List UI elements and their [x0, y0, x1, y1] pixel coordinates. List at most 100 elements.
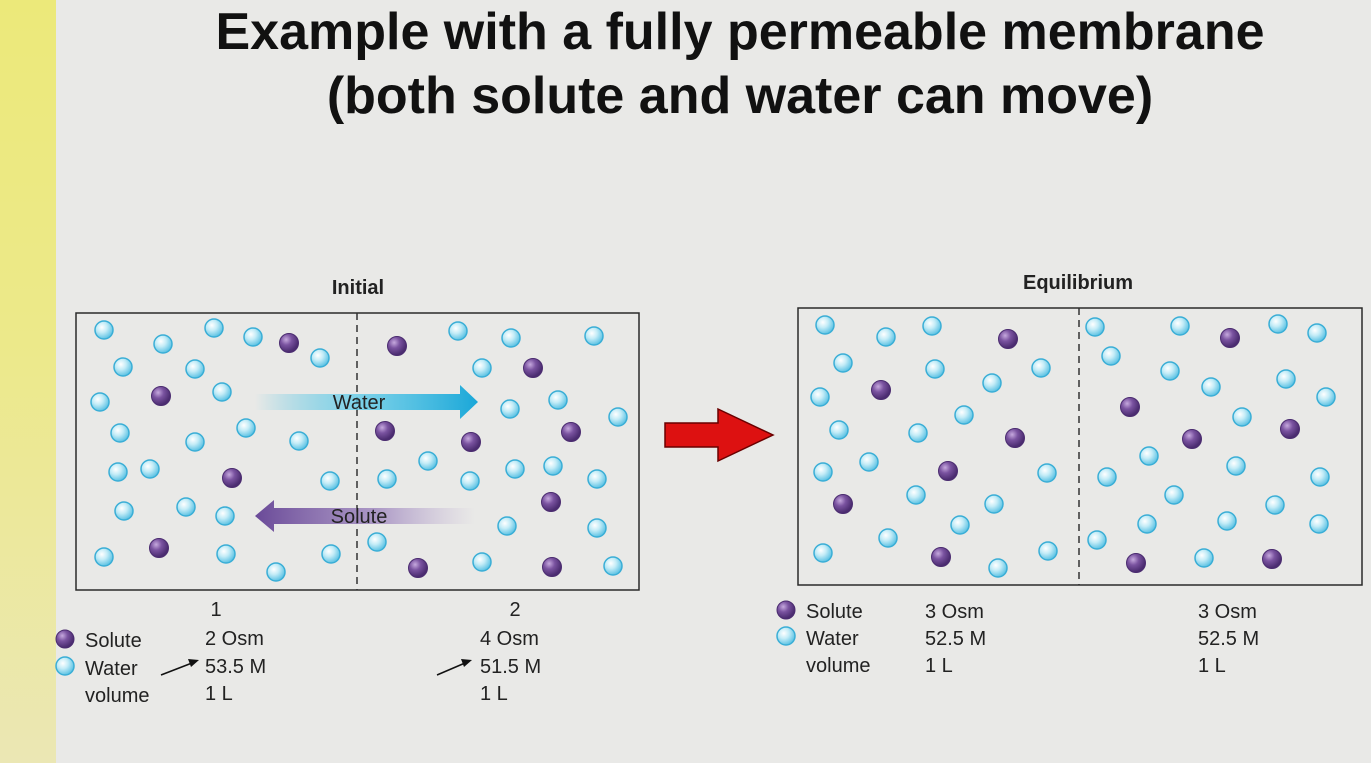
- water-molecule: [608, 407, 628, 427]
- initial-particles: [90, 318, 628, 582]
- water-molecule: [185, 432, 205, 452]
- water-molecule: [321, 544, 341, 564]
- solute-particle: [938, 461, 958, 481]
- water-molecule: [1137, 514, 1157, 534]
- water-molecule: [1139, 446, 1159, 466]
- water-molecule: [1276, 369, 1296, 389]
- water-molecule: [1217, 511, 1237, 531]
- water-molecule: [906, 485, 926, 505]
- water-legend-icon: [55, 656, 75, 676]
- water-molecule: [472, 358, 492, 378]
- solute-particle: [1120, 397, 1140, 417]
- water-molecule: [448, 321, 468, 341]
- water-molecule: [114, 501, 134, 521]
- water-molecule: [1097, 467, 1117, 487]
- equilibrium-heading: Equilibrium: [1023, 272, 1133, 294]
- water-molecule: [110, 423, 130, 443]
- eq-row-label-volume: volume: [806, 655, 870, 677]
- water-molecule: [950, 515, 970, 535]
- water-molecule: [377, 469, 397, 489]
- water-molecule: [108, 462, 128, 482]
- transition-arrow-icon: [664, 407, 775, 463]
- initial-c2-water: 51.5 M: [480, 656, 541, 678]
- title-line-1: Example with a fully permeable membrane: [215, 3, 1265, 61]
- water-arrow-label: Water: [333, 392, 386, 414]
- water-molecule: [320, 471, 340, 491]
- water-molecule: [505, 459, 525, 479]
- water-molecule: [94, 320, 114, 340]
- water-molecule: [587, 518, 607, 538]
- water-molecule: [236, 418, 256, 438]
- solute-particle: [931, 547, 951, 567]
- water-molecule: [497, 516, 517, 536]
- water-molecule: [584, 326, 604, 346]
- water-molecule: [813, 543, 833, 563]
- water-molecule: [243, 327, 263, 347]
- solute-particle: [151, 386, 171, 406]
- water-molecule: [185, 359, 205, 379]
- water-molecule: [1201, 377, 1221, 397]
- water-molecule: [460, 471, 480, 491]
- eq-c1-water: 52.5 M: [925, 628, 986, 650]
- solute-particle: [871, 380, 891, 400]
- water-molecule: [1268, 314, 1288, 334]
- water-molecule: [212, 382, 232, 402]
- water-molecule: [1085, 317, 1105, 337]
- solute-particle: [1262, 549, 1282, 569]
- solute-flow-arrow: Solute: [255, 500, 475, 532]
- eq-row-label-water: Water: [806, 628, 859, 650]
- water-molecule: [1037, 463, 1057, 483]
- water-molecule: [215, 506, 235, 526]
- water-molecule: [1310, 467, 1330, 487]
- solute-particle: [541, 492, 561, 512]
- compartment-2-number: 2: [509, 599, 520, 621]
- initial-row-label-solute: Solute: [85, 630, 142, 652]
- solute-particle: [523, 358, 543, 378]
- water-molecule: [204, 318, 224, 338]
- eq-row-label-solute: Solute: [806, 601, 863, 623]
- water-molecule: [1316, 387, 1336, 407]
- water-molecule: [310, 348, 330, 368]
- water-molecule: [1164, 485, 1184, 505]
- water-molecule: [922, 316, 942, 336]
- water-molecule: [472, 552, 492, 572]
- water-molecule: [418, 451, 438, 471]
- initial-c2-solute: 4 Osm: [480, 628, 539, 650]
- equilibrium-legend: Solute Water volume 3 Osm 52.5 M 1 L 3 O…: [776, 600, 1259, 677]
- initial-c1-volume: 1 L: [205, 683, 233, 705]
- water-molecule: [176, 497, 196, 517]
- water-molecule: [982, 373, 1002, 393]
- solute-particle: [1280, 419, 1300, 439]
- water-molecule: [1031, 358, 1051, 378]
- water-molecule: [90, 392, 110, 412]
- water-molecule: [500, 399, 520, 419]
- solute-particle: [149, 538, 169, 558]
- eq-c1-volume: 1 L: [925, 655, 953, 677]
- water-molecule: [548, 390, 568, 410]
- initial-legend: Solute Water volume 2 Osm 53.5 M 1 L 4 O…: [55, 628, 541, 707]
- solute-particle: [998, 329, 1018, 349]
- initial-row-label-volume: volume: [85, 685, 149, 707]
- equilibrium-particles: [810, 314, 1336, 578]
- water-molecule: [289, 431, 309, 451]
- solute-particle: [561, 422, 581, 442]
- solute-legend-icon: [776, 600, 796, 620]
- water-molecule: [266, 562, 286, 582]
- water-molecule: [1265, 495, 1285, 515]
- equilibrium-container: [797, 307, 1363, 586]
- water-molecule: [878, 528, 898, 548]
- solute-particle: [1126, 553, 1146, 573]
- solute-particle: [1182, 429, 1202, 449]
- solute-particle: [375, 421, 395, 441]
- water-molecule: [153, 334, 173, 354]
- water-molecule: [813, 462, 833, 482]
- solute-particle: [542, 557, 562, 577]
- water-molecule: [1087, 530, 1107, 550]
- solute-particle: [833, 494, 853, 514]
- water-molecule: [1232, 407, 1252, 427]
- water-molecule: [94, 547, 114, 567]
- initial-c1-water: 53.5 M: [205, 656, 266, 678]
- initial-c1-solute: 2 Osm: [205, 628, 264, 650]
- title-line-2: (both solute and water can move): [326, 67, 1154, 125]
